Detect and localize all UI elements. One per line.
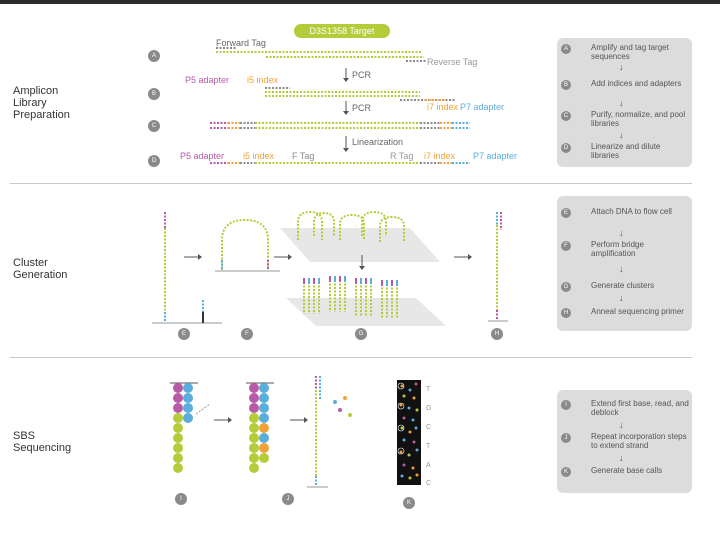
linearization-label: Linearization [352, 137, 404, 147]
arrow-down-icon: ↓ [619, 420, 624, 430]
p7-adapter-label: P7 adapter [460, 102, 505, 112]
step-badge: K [561, 467, 571, 477]
step-marker-j: J [282, 493, 294, 505]
step-badge: B [561, 80, 571, 90]
row-d-i7-label: i7 index [424, 151, 456, 161]
row-d-p7-label: P7 adapter [473, 151, 518, 161]
target-pill: D3S1358 Target [294, 24, 390, 38]
pcr-label-1: PCR [352, 70, 372, 80]
step-marker-a: A [148, 50, 160, 62]
step-marker-h: H [491, 328, 503, 340]
step-marker-d: D [148, 155, 160, 167]
step-badge: D [561, 143, 571, 153]
pcr-label-2: PCR [352, 103, 372, 113]
step-badge: G [561, 282, 571, 292]
step-marker-i: I [175, 493, 187, 505]
base-call-4: T [426, 443, 431, 450]
step-badge: F [561, 241, 571, 251]
step-marker-k: K [403, 497, 415, 509]
panel-sbs-steps: I Extend first base, read, and deblock ↓… [557, 390, 692, 493]
step-marker-c: C [148, 120, 160, 132]
forward-tag-label: Forward Tag [216, 38, 266, 48]
arrow-down-icon: ↓ [619, 98, 624, 108]
arrow-down-icon: ↓ [619, 228, 624, 238]
step-marker-f: F [241, 328, 253, 340]
step-text: Linearize and dilute libraries [591, 142, 661, 160]
row-d-i5-label: i5 index [243, 151, 275, 161]
row-d-f-tag-label: F Tag [292, 151, 315, 161]
reverse-tag-label: Reverse Tag [427, 57, 478, 67]
section-label-amplicon: Amplicon Library Preparation [13, 85, 70, 121]
sbs-stack-j [249, 383, 269, 473]
arrow-down-icon: ↓ [619, 62, 624, 72]
base-call-images [397, 380, 421, 485]
step-text: Add indices and adapters [591, 79, 682, 88]
step-badge: C [561, 111, 571, 121]
step-badge: E [561, 208, 571, 218]
arrow-down-icon: ↓ [619, 264, 624, 274]
base-call-1: T [426, 386, 431, 393]
step-marker-b: B [148, 88, 160, 100]
p5-adapter-label: P5 adapter [185, 75, 230, 85]
section-label-cluster: Cluster Generation [13, 257, 68, 281]
sbs-stack-i [173, 383, 193, 473]
step-text: Perform bridge amplification [591, 240, 644, 258]
arrow-down-icon: ↓ [619, 130, 624, 140]
arrow-down-icon: ↓ [619, 453, 624, 463]
row-d-p5-label: P5 adapter [180, 151, 225, 161]
step-text: Attach DNA to flow cell [591, 207, 672, 216]
step-text: Anneal sequencing primer [591, 307, 684, 316]
step-text: Amplify and tag target sequences [591, 43, 669, 61]
cluster-strands [303, 276, 398, 318]
base-call-6: C [426, 480, 432, 487]
step-badge: A [561, 44, 571, 54]
top-bar [0, 0, 720, 4]
i7-index-label: i7 index [427, 102, 459, 112]
step-text: Generate clusters [591, 281, 655, 290]
step-marker-e: E [178, 328, 190, 340]
arrow-down-icon: ↓ [619, 293, 624, 303]
section-divider [10, 357, 692, 358]
section-label-sbs: SBS Sequencing [13, 430, 72, 454]
step-text: Purify, normalize, and pool libraries [591, 110, 686, 128]
panel-amplicon-steps: A Amplify and tag target sequences ↓ B A… [557, 38, 692, 167]
section-divider [10, 183, 692, 184]
base-call-3: C [426, 424, 432, 431]
base-call-5: A [426, 462, 431, 469]
panel-cluster-steps: E Attach DNA to flow cell ↓ F Perform br… [557, 196, 692, 331]
row-d-r-tag-label: R Tag [390, 151, 414, 161]
step-text: Generate base calls [591, 466, 663, 475]
i5-index-label: i5 index [247, 75, 279, 85]
base-call-2: G [426, 405, 432, 412]
step-badge: J [561, 433, 571, 443]
step-text: Extend first base, read, and deblock [591, 399, 689, 417]
step-text: Repeat incorporation steps to extend str… [591, 432, 687, 450]
step-badge: H [561, 308, 571, 318]
step-marker-g: G [355, 328, 367, 340]
step-badge: I [561, 400, 571, 410]
